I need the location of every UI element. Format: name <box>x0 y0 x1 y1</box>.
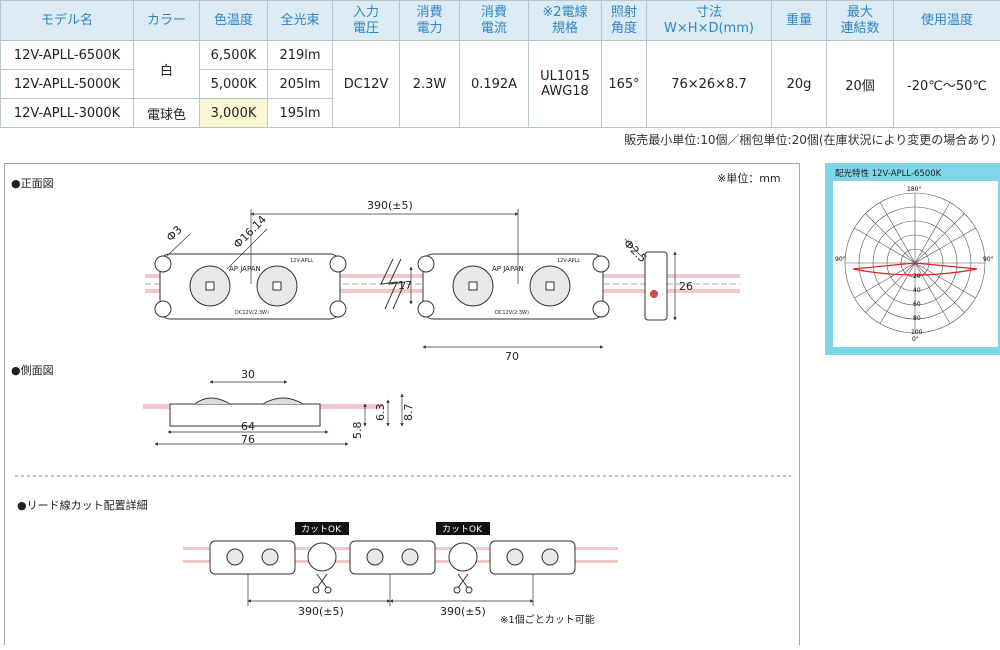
header-lumen: 全光束 <box>268 1 333 41</box>
side-view-title: ●側面図 <box>11 364 54 377</box>
cell-color-bulb: 電球色 <box>134 99 200 128</box>
cell-temp: 6,500K <box>200 41 268 70</box>
header-optemp: 使用温度 <box>894 1 1000 41</box>
cut-pitch-2: 390(±5) <box>440 605 486 618</box>
header-model: モデル名 <box>1 1 134 41</box>
height-58: 5.8 <box>351 422 364 440</box>
cut-dimensions <box>248 574 533 606</box>
cell-temp-highlight: 3,000K <box>200 99 268 128</box>
module-label: 12V-APLL <box>290 258 313 264</box>
cell-weight: 20g <box>772 41 827 128</box>
width-76: 76 <box>241 433 255 446</box>
end-view <box>645 252 667 320</box>
module-rating: DC12V(2.3W) <box>495 310 529 316</box>
scissors-icon <box>454 574 472 593</box>
cell-lumen: 205lm <box>268 70 333 99</box>
polar-chart-svg: 180° 90° 90° 0° 20 40 60 80 100 <box>833 181 998 347</box>
module-label: 12V-APLL <box>557 258 580 264</box>
cell-voltage: DC12V <box>333 41 400 128</box>
cell-optemp: -20℃〜50℃ <box>894 41 1000 128</box>
table-row: 12V-APLL-6500K 白 6,500K 219lm DC12V 2.3W… <box>1 41 1000 70</box>
header-wire: ※2電線規格 <box>529 1 602 41</box>
module-brand: AP JAPAN <box>492 265 524 273</box>
side-view <box>143 398 383 426</box>
polar-radial-label: 40 <box>913 287 921 294</box>
width-30: 30 <box>241 368 255 381</box>
cut-note: ※1個ごとカット可能 <box>500 613 595 626</box>
polar-radial-label: 60 <box>913 301 921 308</box>
height-26: 26 <box>679 280 693 293</box>
cut-pitch-1: 390(±5) <box>298 605 344 618</box>
polar-radial-label: 80 <box>913 315 921 322</box>
header-maxlink: 最大連結数 <box>827 1 894 41</box>
header-weight: 重量 <box>772 1 827 41</box>
spec-header-row: モデル名 カラー 色温度 全光束 入力電圧 消費電力 消費電流 ※2電線規格 照… <box>1 1 1000 41</box>
cell-model: 12V-APLL-5000K <box>1 70 134 99</box>
cell-power: 2.3W <box>400 41 460 128</box>
cell-color-white: 白 <box>134 41 200 99</box>
cell-lumen: 219lm <box>268 41 333 70</box>
polar-chart-area: 180° 90° 90° 0° 20 40 60 80 100 <box>833 181 998 347</box>
header-color: カラー <box>134 1 200 41</box>
cut-ok-label: カットOK <box>301 524 342 535</box>
cell-model: 12V-APLL-3000K <box>1 99 134 128</box>
header-current: 消費電流 <box>460 1 529 41</box>
cut-detail-title: ●リード線カット配置詳細 <box>17 498 148 512</box>
cell-temp: 5,000K <box>200 70 268 99</box>
width-64: 64 <box>241 420 255 433</box>
diameter-3: Ф3 <box>164 223 185 244</box>
cell-lumen: 195lm <box>268 99 333 128</box>
cut-modules <box>210 541 575 574</box>
cut-ok-label: カットOK <box>442 524 483 535</box>
header-power: 消費電力 <box>400 1 460 41</box>
height-17: 17 <box>398 279 412 292</box>
polar-chart-panel: 配光特性 12V-APLL-6500K 180° 90° 90° 0° 20 4… <box>825 163 1000 355</box>
cell-angle: 165° <box>602 41 647 128</box>
sales-note: 販売最小単位:10個／梱包単位:20個(在庫状況により変更の場合あり) <box>624 131 996 148</box>
polar-label-bottom: 0° <box>912 336 919 343</box>
header-angle: 照射角度 <box>602 1 647 41</box>
width-70: 70 <box>505 350 519 363</box>
height-87: 8.7 <box>402 404 415 422</box>
cell-maxlink: 20個 <box>827 41 894 128</box>
unit-note: ※単位：mm <box>717 171 781 185</box>
cell-current: 0.192A <box>460 41 529 128</box>
polar-label-left: 90° <box>835 256 846 263</box>
spec-table: モデル名 カラー 色温度 全光束 入力電圧 消費電力 消費電流 ※2電線規格 照… <box>0 0 1000 128</box>
diameter-16: Ф16.14 <box>231 213 269 251</box>
polar-radial-label: 20 <box>913 273 921 280</box>
polar-label-top: 180° <box>907 186 921 193</box>
pitch-dimension: 390(±5) <box>367 199 413 212</box>
height-63: 6.3 <box>374 404 387 422</box>
scissors-icon <box>313 574 331 593</box>
polar-label-right: 90° <box>983 256 994 263</box>
front-view-title: ●正面図 <box>11 177 54 190</box>
dimension-drawing: ●正面図 ※単位：mm AP JAPAN 12V-APLL DC12V(2.3W… <box>4 163 800 645</box>
module-brand: AP JAPAN <box>229 265 261 273</box>
cell-dims: 76×26×8.7 <box>647 41 772 128</box>
header-voltage: 入力電圧 <box>333 1 400 41</box>
header-temp: 色温度 <box>200 1 268 41</box>
drawing-svg: ●正面図 ※単位：mm AP JAPAN 12V-APLL DC12V(2.3W… <box>5 164 801 646</box>
polar-radial-label: 100 <box>911 329 923 336</box>
cell-model: 12V-APLL-6500K <box>1 41 134 70</box>
polar-chart-title: 配光特性 12V-APLL-6500K <box>835 167 941 179</box>
module-rating: DC12V(2.3W) <box>235 310 269 316</box>
